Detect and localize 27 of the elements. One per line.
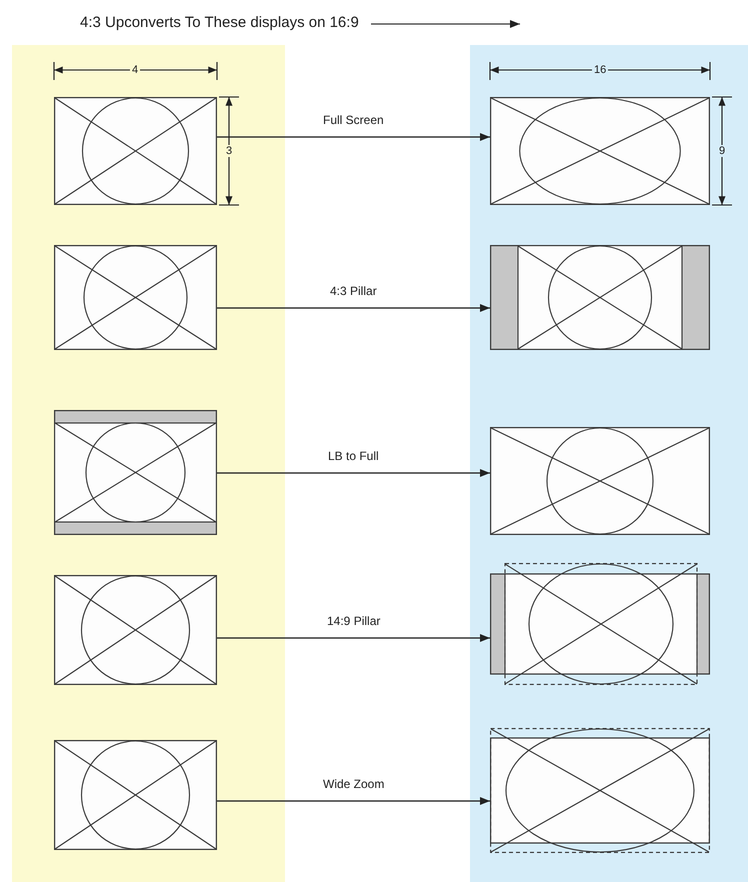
- screen-drawing: [490, 728, 710, 853]
- edge-label: Wide Zoom: [323, 777, 384, 791]
- screen-drawing: [54, 245, 217, 350]
- screen-drawing: [490, 427, 710, 535]
- arrow: [217, 133, 490, 141]
- diagram-title: 4:3 Upconverts To These displays on 16:9: [80, 14, 359, 32]
- screen-drawing: [490, 97, 710, 205]
- screen-drawing: [54, 740, 217, 850]
- edge-label: 14:9 Pillar: [327, 614, 380, 628]
- screen-drawing: [54, 575, 217, 685]
- edge-label: 4:3 Pillar: [330, 284, 377, 298]
- dimension-label: 4: [130, 64, 140, 76]
- right-panel: [470, 45, 748, 882]
- arrow: [217, 304, 490, 312]
- edge-label: Full Screen: [323, 113, 384, 127]
- arrow: [217, 469, 490, 477]
- dimension-label: 9: [717, 145, 728, 157]
- dimension-label: 3: [224, 145, 234, 157]
- edge-label: LB to Full: [328, 449, 379, 463]
- screen-drawing: [490, 563, 710, 685]
- dimension-label: 16: [592, 64, 608, 76]
- screen-drawing: [54, 97, 217, 205]
- left-panel: [12, 45, 285, 882]
- arrow: [217, 797, 490, 805]
- screen-drawing: [54, 410, 217, 535]
- arrow: [217, 634, 490, 642]
- screen-drawing: [490, 245, 710, 350]
